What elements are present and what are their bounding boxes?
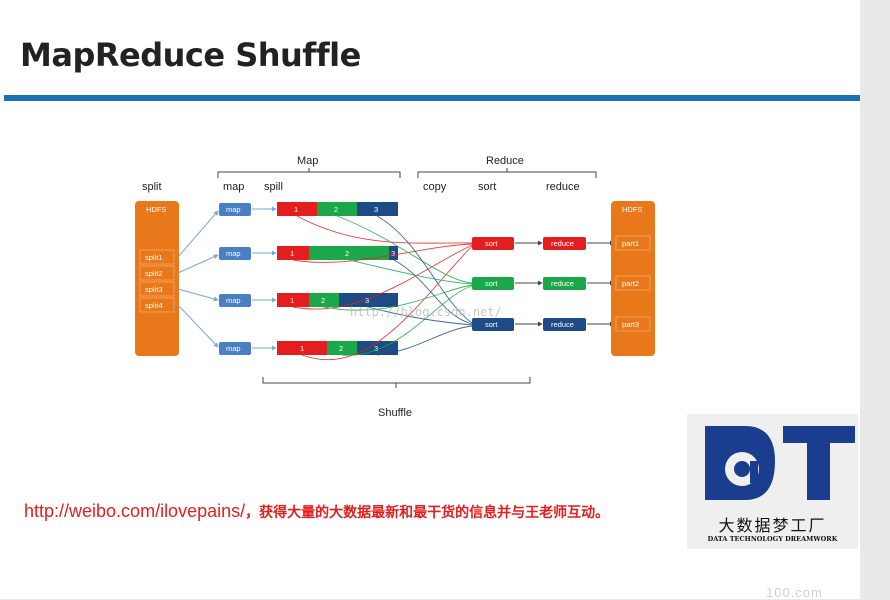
split-box xyxy=(139,265,175,281)
split-label: split2 xyxy=(145,269,163,278)
split-column-label: split xyxy=(142,181,162,193)
reduce-phase-brace xyxy=(417,168,597,178)
split-to-map-arrows xyxy=(177,210,219,348)
sort-column-label: sort xyxy=(478,181,496,193)
map-task-box xyxy=(219,247,251,260)
part-label: part3 xyxy=(622,320,639,329)
sort-box xyxy=(472,237,514,250)
partition-1 xyxy=(277,246,309,260)
hdfs-left-label: HDFS xyxy=(146,205,166,214)
footer-url-link[interactable]: http://weibo.com/ilovepains/ xyxy=(24,501,246,521)
shuffle-brace xyxy=(262,377,531,388)
part-list: part1 part2 part3 xyxy=(615,235,651,332)
split-box xyxy=(139,281,175,297)
dt-logo: 大数据梦工厂 DATA TECHNOLOGY DREAMWORK xyxy=(687,414,858,549)
partition-3 xyxy=(389,246,398,260)
partition-1 xyxy=(277,202,317,216)
map-task-label: map xyxy=(226,205,241,214)
map-phase-brace xyxy=(217,168,401,178)
spill-buffer: 1 2 3 xyxy=(277,246,398,260)
sort-box-label: sort xyxy=(485,279,498,288)
partition-label: 3 xyxy=(365,296,369,305)
reduce-task-list: sort sort sort reduce reduce reduce xyxy=(472,237,615,331)
reduce-box xyxy=(543,237,586,250)
spill-column-label: spill xyxy=(264,181,283,193)
partition-label: 1 xyxy=(290,249,294,258)
corner-watermark: 100.com xyxy=(766,585,823,600)
reduce-box-label: reduce xyxy=(551,320,574,329)
partition-label: 3 xyxy=(391,249,395,258)
part-box xyxy=(615,275,651,291)
part-label: part1 xyxy=(622,239,639,248)
mapreduce-shuffle-diagram: split map spill Map Reduce copy sort red… xyxy=(135,155,655,419)
reduce-box-label: reduce xyxy=(551,279,574,288)
title-underline-bar xyxy=(4,95,860,101)
partition-1 xyxy=(277,341,327,355)
map-column-label: map xyxy=(223,181,244,193)
partition-2 xyxy=(317,202,357,216)
shuffle-label: Shuffle xyxy=(378,407,412,419)
partition-2 xyxy=(309,293,339,307)
sort-box xyxy=(472,277,514,290)
partition-label: 2 xyxy=(345,249,349,258)
reduce-box-label: reduce xyxy=(551,239,574,248)
map-task-list: map map map map xyxy=(219,203,251,355)
reduce-box xyxy=(543,318,586,331)
part-box xyxy=(615,235,651,251)
spill-buffer: 1 2 3 xyxy=(277,202,398,216)
page-title: MapReduce Shuffle xyxy=(20,36,361,74)
partition-2 xyxy=(309,246,389,260)
sort-box-label: sort xyxy=(485,320,498,329)
map-task-label: map xyxy=(226,296,241,305)
split-label: split1 xyxy=(145,253,163,262)
sort-box-label: sort xyxy=(485,239,498,248)
map-task-box xyxy=(219,342,251,355)
watermark-text: http://blog.csdn.net/ xyxy=(350,305,502,319)
split-label: split3 xyxy=(145,285,163,294)
logo-english-name: DATA TECHNOLOGY DREAMWORK xyxy=(707,535,838,543)
partition-1 xyxy=(277,293,309,307)
partition-3 xyxy=(357,202,398,216)
partition-label: 3 xyxy=(374,344,378,353)
map-to-spill-arrows xyxy=(252,206,277,351)
map-phase-label: Map xyxy=(297,155,318,167)
logo-chinese-name: 大数据梦工厂 xyxy=(718,516,827,535)
split-box xyxy=(139,297,175,313)
map-task-box xyxy=(219,294,251,307)
partition-label: 3 xyxy=(374,205,378,214)
reduce-phase-label: Reduce xyxy=(486,155,524,167)
copy-column-label: copy xyxy=(423,181,447,193)
hdfs-right-label: HDFS xyxy=(622,205,642,214)
part-box xyxy=(615,316,651,332)
partition-label: 1 xyxy=(300,344,304,353)
slide: MapReduce Shuffle split map spill Map Re… xyxy=(0,0,860,600)
part-label: part2 xyxy=(622,279,639,288)
hdfs-left-block xyxy=(135,201,179,356)
footer-message: ，获得大量的大数据最新和最干货的信息并与王老师互动。 xyxy=(245,505,610,521)
sort-box xyxy=(472,318,514,331)
partition-label: 1 xyxy=(294,205,298,214)
reduce-column-label: reduce xyxy=(546,181,580,193)
spill-buffer: 1 2 3 xyxy=(277,341,398,355)
partition-label: 1 xyxy=(290,296,294,305)
split-box xyxy=(139,249,175,265)
reduce-box xyxy=(543,277,586,290)
split-list: split1 split2 split3 split4 xyxy=(139,249,175,313)
partition-label: 2 xyxy=(321,296,325,305)
split-label: split4 xyxy=(145,301,163,310)
footer-promo-text: http://weibo.com/ilovepains/，获得大量的大数据最新和… xyxy=(24,501,609,522)
map-task-label: map xyxy=(226,344,241,353)
partition-label: 2 xyxy=(339,344,343,353)
map-task-box xyxy=(219,203,251,216)
copy-lines xyxy=(292,215,473,361)
dt-logo-mark xyxy=(705,426,855,500)
partition-label: 2 xyxy=(334,205,338,214)
partition-2 xyxy=(327,341,357,355)
map-task-label: map xyxy=(226,249,241,258)
